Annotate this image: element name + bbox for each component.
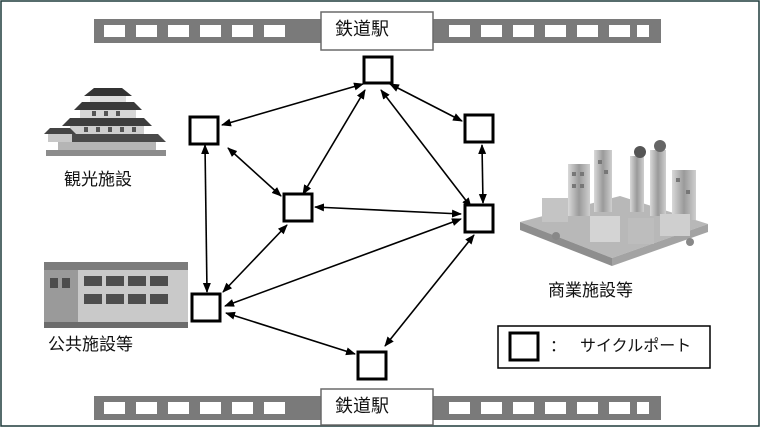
station-box-bottom: [320, 388, 434, 426]
legend-cycle-port-square: [508, 331, 540, 362]
connection-arrows: [201, 82, 487, 356]
double-arrow: [224, 218, 462, 307]
cycle-port-square: [463, 203, 495, 234]
legend-colon: ：: [550, 336, 567, 355]
double-arrow: [478, 144, 487, 204]
legend-text: サイクルポート: [580, 336, 692, 355]
station-box-top: [320, 11, 434, 51]
castle-image: [44, 88, 166, 156]
sightseeing-label: 観光施設: [64, 170, 132, 190]
station-label-bottom: 鉄道駅: [335, 396, 389, 417]
double-arrow: [380, 89, 472, 208]
commercial-facility-label: 商業施設等: [548, 281, 633, 301]
city-buildings-image: [520, 140, 708, 266]
double-arrow: [384, 234, 475, 347]
double-arrow: [201, 144, 211, 293]
double-arrow: [314, 203, 462, 218]
double-arrow: [225, 311, 356, 356]
double-arrow: [302, 89, 366, 195]
public-facility-label: 公共施設等: [48, 335, 133, 355]
cycle-port-square: [282, 192, 314, 223]
cycle-port-square: [188, 115, 220, 146]
cycle-ports: [188, 55, 495, 381]
cycle-port-square: [356, 350, 388, 381]
double-arrow: [227, 147, 282, 197]
cycle-port-square: [463, 113, 495, 144]
legend-box: [497, 325, 711, 369]
cycle-port-square: [362, 55, 394, 85]
station-label-top: 鉄道駅: [335, 19, 389, 40]
school-building-image: [44, 262, 188, 328]
cycle-port-square: [190, 292, 222, 323]
